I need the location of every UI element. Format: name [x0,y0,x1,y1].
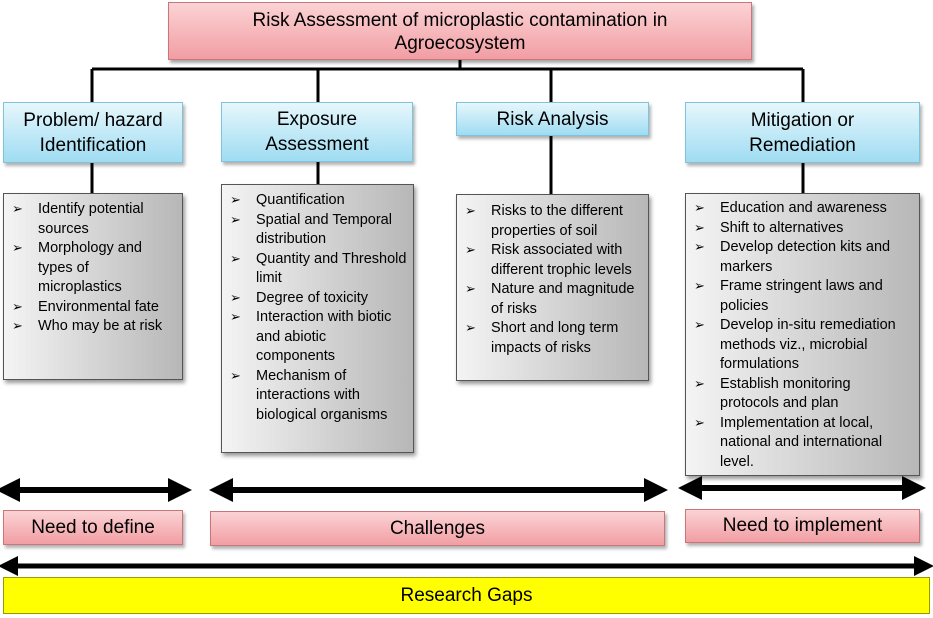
list-item: Short and long term impacts of risks [465,319,642,358]
stage-label-line-2: Assessment [265,134,369,155]
exposure-assessment-list: Quantification Spatial and Temporal dist… [221,184,414,453]
stage-label-line-1: Exposure [276,109,358,130]
list-item: Develop in-situ remediation methods viz.… [694,316,913,375]
research-gaps-bar: Research Gaps [3,577,930,614]
list-item: Establish monitoring protocols and plan [694,375,913,414]
diagram-title: Risk Assessment of microplastic contamin… [168,2,752,60]
outcome-label: Need to implement [722,515,883,536]
list-item: Quantification [230,191,407,211]
list-item: Quantity and Threshold limit [230,250,407,289]
hazard-identification-list: Identify potential sources Morphology an… [3,193,183,380]
stage-label-line-2: Remediation [749,134,856,156]
risk-analysis-list: Risks to the different properties of soi… [456,194,649,381]
outcome-label: Need to define [31,516,155,538]
list-item: Environmental fate [12,298,176,318]
mitigation-remediation-list: Education and awareness Shift to alterna… [685,193,920,476]
list-item: Spatial and Temporal distribution [230,211,407,250]
list-item: Shift to alternatives [694,219,913,239]
list-item: Education and awareness [694,199,913,219]
list-item: Develop detection kits and markers [694,238,913,277]
stage-hazard-identification: Problem/ hazard Identification [3,102,183,163]
stage-label-line-1: Risk Analysis [496,108,609,130]
stage-mitigation-remediation: Mitigation or Remediation [685,102,920,163]
list-item: Nature and magnitude of risks [465,280,642,319]
list-item: Degree of toxicity [230,289,407,309]
stage-risk-analysis: Risk Analysis [456,102,649,136]
list-item: Frame stringent laws and policies [694,277,913,316]
list-item: Implementation at local, national and in… [694,414,913,473]
list-item: Morphology and types of microplastics [12,239,176,298]
list-item: Who may be at risk [12,317,176,337]
stage-label-line-1: Problem/ hazard [23,109,163,131]
need-to-implement-box: Need to implement [685,509,920,543]
title-line-1: Risk Assessment of microplastic contamin… [252,10,668,31]
challenges-box: Challenges [210,511,665,546]
title-line-2: Agroecosystem [394,33,526,54]
list-item: Risk associated with different trophic l… [465,241,642,280]
list-item: Identify potential sources [12,200,176,239]
list-item: Mechanism of interactions with biologica… [230,367,407,426]
stage-label-line-2: Identification [39,134,147,156]
need-to-define-box: Need to define [3,510,183,545]
stage-exposure-assessment: Exposure Assessment [221,102,413,162]
list-item: Risks to the different properties of soi… [465,202,642,241]
stage-label-line-1: Mitigation or [750,109,855,131]
list-item: Interaction with biotic and abiotic comp… [230,308,407,367]
research-gaps-label: Research Gaps [400,584,533,606]
outcome-label: Challenges [389,517,486,539]
